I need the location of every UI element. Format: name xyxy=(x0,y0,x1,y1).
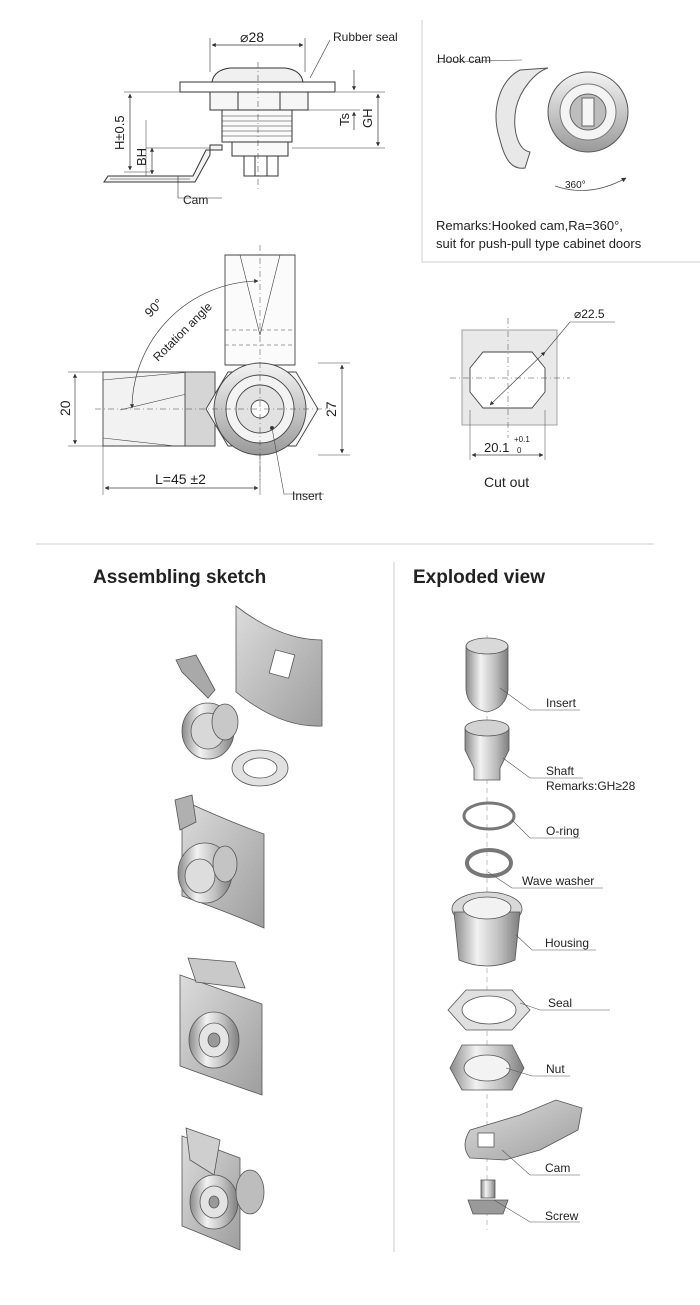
cutout-width-label: 20.1 xyxy=(484,440,509,455)
assembly-step-1 xyxy=(175,605,323,787)
cutout-diameter-label: ⌀22.5 xyxy=(574,307,605,321)
h-dim-label: H±0.5 xyxy=(112,115,127,150)
insert-callout-label: Insert xyxy=(292,489,323,503)
length-l-label: L=45 ±2 xyxy=(155,471,206,487)
rubber-seal-label: Rubber seal xyxy=(333,30,398,44)
exploded-view-title: Exploded view xyxy=(413,567,545,588)
exploded-label-wave-washer: Wave washer xyxy=(522,874,594,888)
assembly-step-2 xyxy=(174,794,265,929)
exploded-label-housing: Housing xyxy=(545,936,589,950)
width-20-label: 20 xyxy=(57,400,73,416)
hook-cam-remarks-2: suit for push-pull type cabinet doors xyxy=(436,236,642,251)
cutout-tol-lower: 0 xyxy=(517,446,522,455)
exploded-label-cam: Cam xyxy=(545,1161,570,1175)
ts-dim-label: Ts xyxy=(337,113,352,127)
exploded-remark-shaft: Remarks:GH≥28 xyxy=(546,779,636,793)
exploded-label-seal: Seal xyxy=(548,996,572,1010)
exploded-label-insert: Insert xyxy=(546,696,577,710)
hook-cam-remarks-1: Remarks:Hooked cam,Ra=360°, xyxy=(436,218,623,233)
side-diameter-label: ⌀28 xyxy=(240,29,264,45)
cutout-drawing xyxy=(450,318,615,460)
cam-label: Cam xyxy=(183,193,208,207)
bh-dim-label: BH xyxy=(134,148,149,166)
rotation-360-label: 360° xyxy=(565,180,586,191)
exploded-label-o-ring: O-ring xyxy=(546,824,579,838)
width-27-label: 27 xyxy=(323,401,339,417)
front-view-drawing xyxy=(68,245,350,495)
assembly-step-3 xyxy=(179,957,263,1096)
assembling-sketch-title: Assembling sketch xyxy=(93,567,266,588)
hook-cam-box xyxy=(421,20,700,263)
angle-90-label: 90° xyxy=(142,296,167,321)
gh-dim-label: GH xyxy=(360,109,375,129)
hook-cam-label: Hook cam xyxy=(437,52,491,66)
exploded-label-shaft: Shaft xyxy=(546,764,575,778)
cutout-tol-upper: +0.1 xyxy=(514,435,530,444)
assembly-step-4 xyxy=(181,1127,265,1251)
cutout-title: Cut out xyxy=(484,474,529,490)
exploded-label-screw: Screw xyxy=(545,1209,579,1223)
exploded-parts-drawing xyxy=(447,635,610,1230)
side-view-drawing xyxy=(103,38,385,199)
exploded-label-nut: Nut xyxy=(546,1062,565,1076)
